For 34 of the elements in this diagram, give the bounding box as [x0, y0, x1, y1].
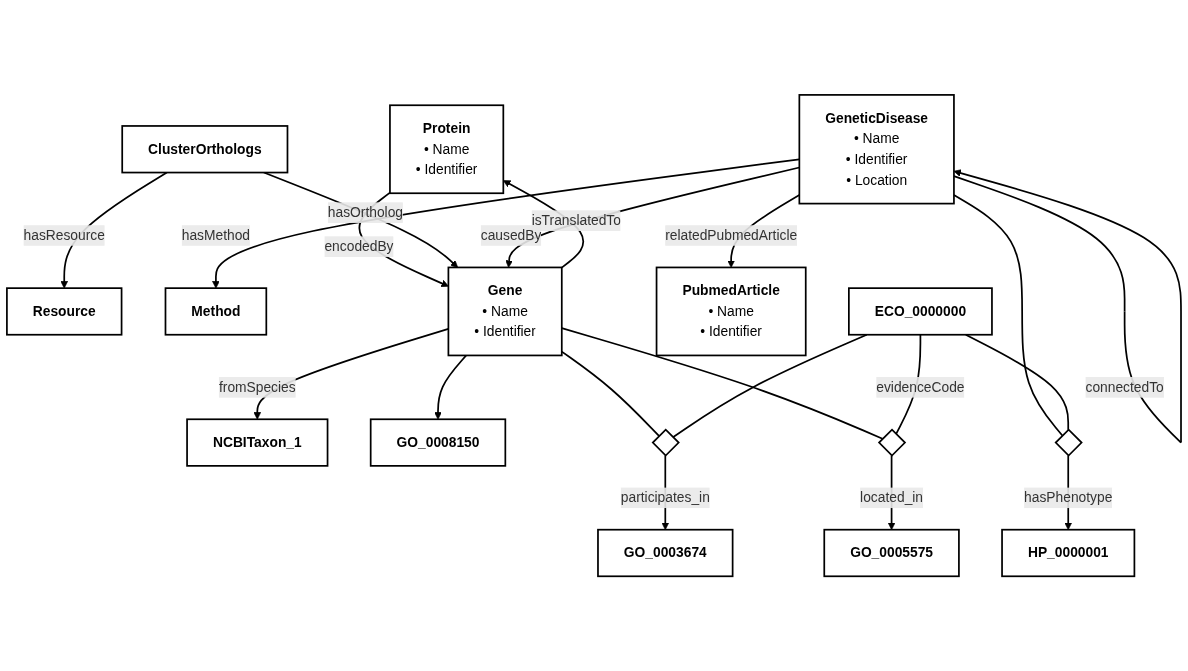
connector — [672, 333, 868, 439]
node-box: HP_0000001 — [1001, 528, 1136, 578]
node-box: Resource — [6, 287, 123, 336]
edge-label: participates_in — [620, 489, 710, 505]
arrow — [434, 354, 468, 420]
node-box: GO_0003674 — [597, 528, 734, 578]
node-box: GO_0008150 — [369, 418, 507, 467]
edge-label: hasMethod — [181, 227, 251, 243]
edge-label: hasPhenotype — [1024, 489, 1113, 505]
connector — [953, 194, 1064, 437]
node-box: ECO_0000000 — [848, 287, 993, 336]
node-box: Protein • Name • Identifier — [389, 104, 505, 195]
edge-label: fromSpecies — [218, 379, 296, 395]
connector — [964, 333, 1070, 431]
node-diamond — [877, 428, 907, 457]
edge-label: hasOrtholog — [327, 204, 404, 220]
edge-label: connectedTo — [1085, 379, 1164, 395]
edge-label: causedBy — [480, 227, 542, 243]
edge-label: encodedBy — [324, 238, 394, 254]
node-box: Method — [164, 287, 268, 336]
node-box: ClusterOrthologs — [121, 125, 289, 174]
node-box: GeneticDisease • Name • Identifier • Location — [798, 93, 955, 205]
node-box: NCBITaxon_1 — [186, 418, 329, 467]
edge-label: hasResource — [23, 227, 105, 243]
edge-label: located_in — [860, 489, 924, 505]
edge-label: evidenceCode — [876, 379, 965, 395]
arrow — [263, 171, 459, 268]
node-diamond — [1054, 428, 1083, 457]
node-box: GO_0005575 — [823, 528, 960, 578]
node-diamond — [651, 428, 680, 457]
edge-label: relatedPubmedArticle — [665, 227, 798, 243]
node-box: Gene • Name • Identifier — [447, 266, 563, 357]
node-box: PubmedArticle • Name • Identifier — [655, 266, 807, 357]
edge-label: isTranslatedTo — [531, 212, 621, 228]
